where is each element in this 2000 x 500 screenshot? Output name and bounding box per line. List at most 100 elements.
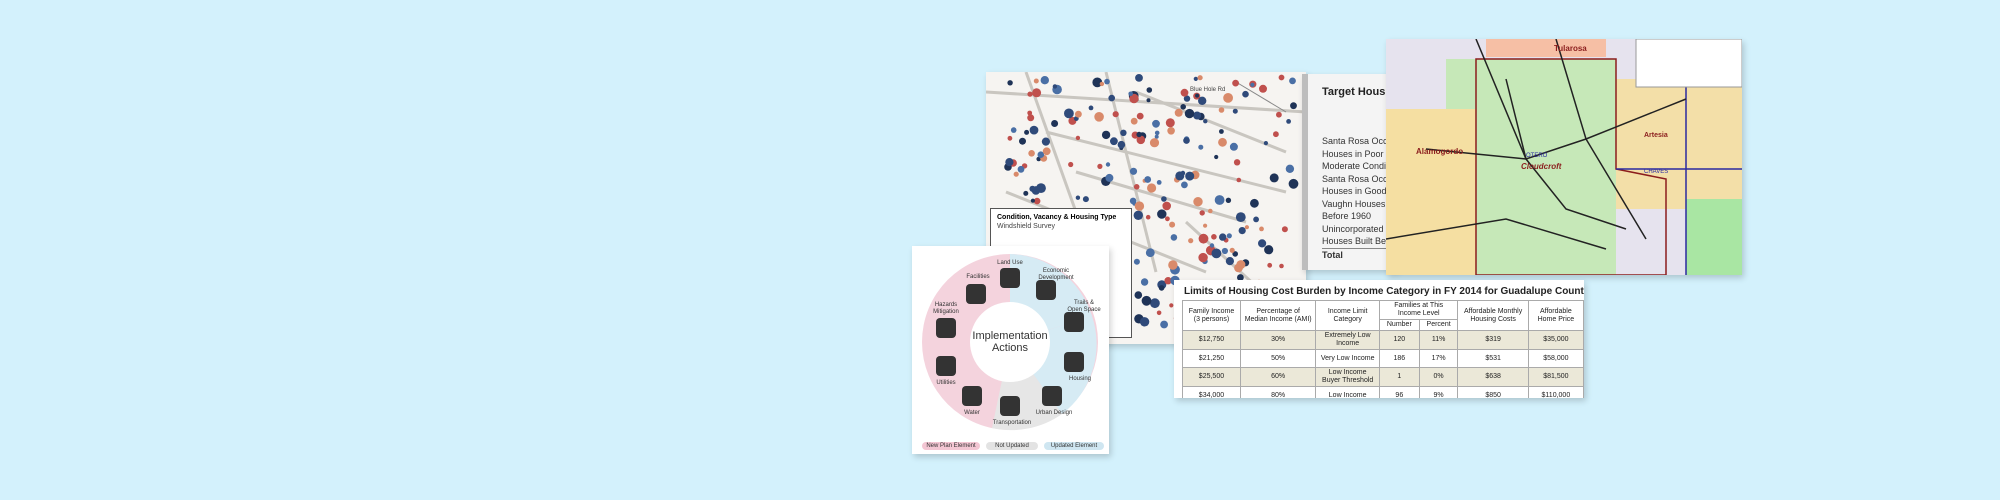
parcel-dot: [1037, 151, 1045, 158]
table-cell: 60%: [1239, 367, 1317, 387]
table-cell: Low Income: [1315, 386, 1380, 398]
parcel-dot: [1024, 129, 1030, 135]
parcel-dot: [1198, 144, 1204, 150]
parcel-dot: [1097, 163, 1103, 169]
table-cell: 96: [1378, 386, 1420, 398]
parcel-dot: [1105, 162, 1111, 167]
table-row: Houses in Poor a: [1322, 148, 1392, 159]
table-cell: 30%: [1239, 330, 1317, 350]
parcel-dot: [1040, 76, 1049, 85]
parcel-dot: [1193, 197, 1203, 207]
segment-label: Trails & Open Space: [1067, 300, 1101, 313]
parcel-dot: [1075, 110, 1082, 118]
parcel-dot: [1198, 252, 1208, 263]
parcel-dot: [1167, 127, 1175, 135]
parcel-dot: [1033, 78, 1039, 84]
parcel-dot: [1229, 142, 1238, 151]
parcel-dot: [1219, 129, 1224, 134]
parcel-dot: [1033, 197, 1041, 205]
parcel-dot: [1051, 120, 1059, 127]
parcel-dot: [1273, 131, 1279, 138]
parcel-dot: [1088, 105, 1094, 111]
segment-label: Facilities: [966, 274, 990, 280]
column-header: Income Limit Category: [1315, 300, 1380, 331]
parcel-dot: [1285, 164, 1295, 173]
parcel-dot: [1209, 243, 1215, 248]
parcel-dot: [1211, 248, 1222, 259]
parcel-dot: [1136, 131, 1142, 138]
table-cell: $25,500: [1182, 367, 1241, 387]
segment-label: Water: [964, 410, 980, 416]
parcel-dot: [1052, 84, 1058, 89]
parcel-dot: [1250, 198, 1259, 208]
parcel-dot: [1232, 79, 1239, 87]
parcel-dot: [1112, 111, 1119, 118]
parcel-dot: [1110, 137, 1118, 146]
parcel-dot: [1075, 135, 1081, 141]
segment-label: Economic Development: [1038, 268, 1074, 281]
column-header: Affordable Home Price: [1527, 300, 1584, 331]
parcel-dot: [1269, 173, 1279, 183]
parcel-dot: [1133, 184, 1140, 190]
place-label: Tularosa: [1554, 44, 1587, 53]
wheel-graphic: [922, 254, 1098, 431]
target-table-rows: Santa Rosa Occu Houses in Poor a Moderat…: [1322, 135, 1398, 261]
parcel-dot: [1237, 274, 1244, 281]
parcel-dot: [1199, 210, 1205, 216]
parcel-dot: [1128, 91, 1133, 97]
parcel-dot: [1094, 112, 1104, 122]
parcel-dot: [1208, 208, 1213, 214]
parcel-dot: [1264, 245, 1274, 255]
table-cell: Low Income Buyer Threshold: [1315, 367, 1380, 387]
parcel-dot: [1193, 76, 1198, 81]
parcel-dot: [1101, 130, 1111, 140]
parcel-dot: [1234, 263, 1243, 273]
table-cell: $531: [1457, 349, 1529, 368]
table-row: Houses in Good C: [1322, 186, 1396, 196]
parcel-dot: [1279, 263, 1284, 269]
parcel-dot: [1120, 129, 1127, 136]
parcel-dot: [1144, 176, 1152, 183]
parcel-dot: [1068, 161, 1074, 168]
wheel-center-title: Implementation Actions: [972, 330, 1048, 354]
parcel-dot: [1244, 225, 1249, 230]
parcel-dot: [1197, 75, 1203, 81]
table-cell: 186: [1378, 349, 1420, 368]
parcel-dot: [1146, 98, 1151, 103]
table-cell: $34,000: [1182, 386, 1241, 398]
parcel-dot: [1105, 173, 1114, 182]
table-row: Moderate Conditi: [1322, 161, 1391, 171]
parcel-dot: [1160, 320, 1168, 329]
table-row: $25,500 60% Low Income Buyer Threshold 1…: [1182, 367, 1584, 387]
parcel-dot: [1129, 197, 1137, 205]
parcel-dot: [1164, 277, 1172, 285]
cost-table-caption: Limits of Housing Cost Burden by Income …: [1184, 286, 1584, 297]
table-row: Santa Rosa Occu: [1322, 136, 1393, 146]
table-cell: 17%: [1418, 349, 1459, 368]
target-table-title: Target Housing Occupied Hous: [1322, 86, 1398, 98]
parcel-dot: [1030, 198, 1035, 203]
parcel-dot: [1276, 111, 1282, 118]
parcel-dot: [1250, 82, 1255, 87]
parcel-dot: [1281, 226, 1288, 233]
parcel-dot: [1027, 110, 1033, 116]
parcel-dot: [1183, 95, 1191, 102]
parcel-dot: [1130, 117, 1138, 125]
parcel-dot: [1010, 127, 1017, 133]
parcel-dot: [1154, 134, 1159, 139]
housing-cost-table: Limits of Housing Cost Burden by Income …: [1174, 280, 1584, 398]
parcel-dot: [1286, 119, 1291, 124]
parcel-dot: [1064, 108, 1074, 119]
parcel-dot: [1029, 125, 1039, 135]
parcel-dot: [1156, 180, 1162, 185]
table-row: $12,750 30% Extremely Low Income 120 11%…: [1182, 330, 1584, 350]
parcel-dot: [1218, 137, 1227, 147]
parcel-dot: [1214, 195, 1225, 205]
parcel-dot: [1133, 258, 1140, 265]
parcel-dot: [1042, 147, 1051, 156]
table-row: $21,250 50% Very Low Income 186 17% $531…: [1182, 349, 1584, 368]
parcel-dot: [1221, 247, 1228, 255]
parcel-dot: [1136, 135, 1146, 145]
parcel-dot: [1235, 212, 1246, 223]
table-cell: $35,000: [1527, 330, 1584, 350]
